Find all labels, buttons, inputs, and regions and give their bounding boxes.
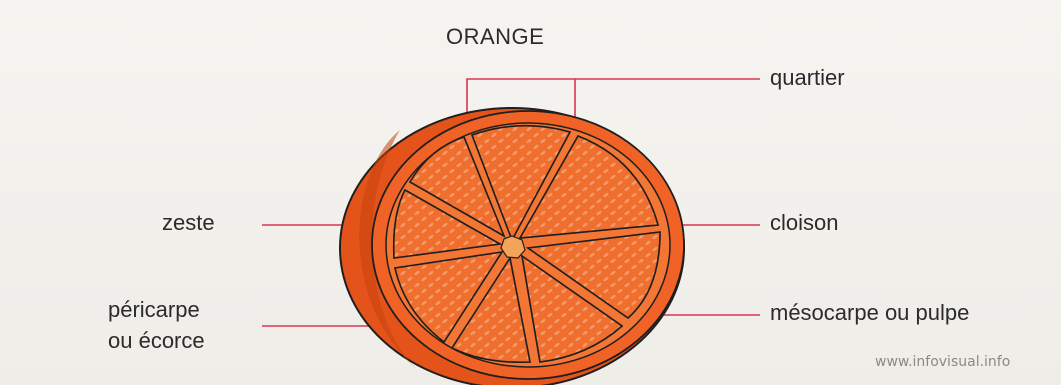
label-pericarpe: péricarpe bbox=[108, 294, 200, 325]
label-mesocarpe: mésocarpe ou pulpe bbox=[770, 297, 969, 328]
label-cloison: cloison bbox=[770, 207, 838, 238]
watermark: www.infovisual.info bbox=[875, 354, 1010, 370]
label-quartier: quartier bbox=[770, 62, 845, 93]
diagram-title: ORANGE bbox=[446, 24, 544, 50]
label-zeste: zeste bbox=[162, 207, 215, 238]
label-ecorce: ou écorce bbox=[108, 325, 205, 356]
